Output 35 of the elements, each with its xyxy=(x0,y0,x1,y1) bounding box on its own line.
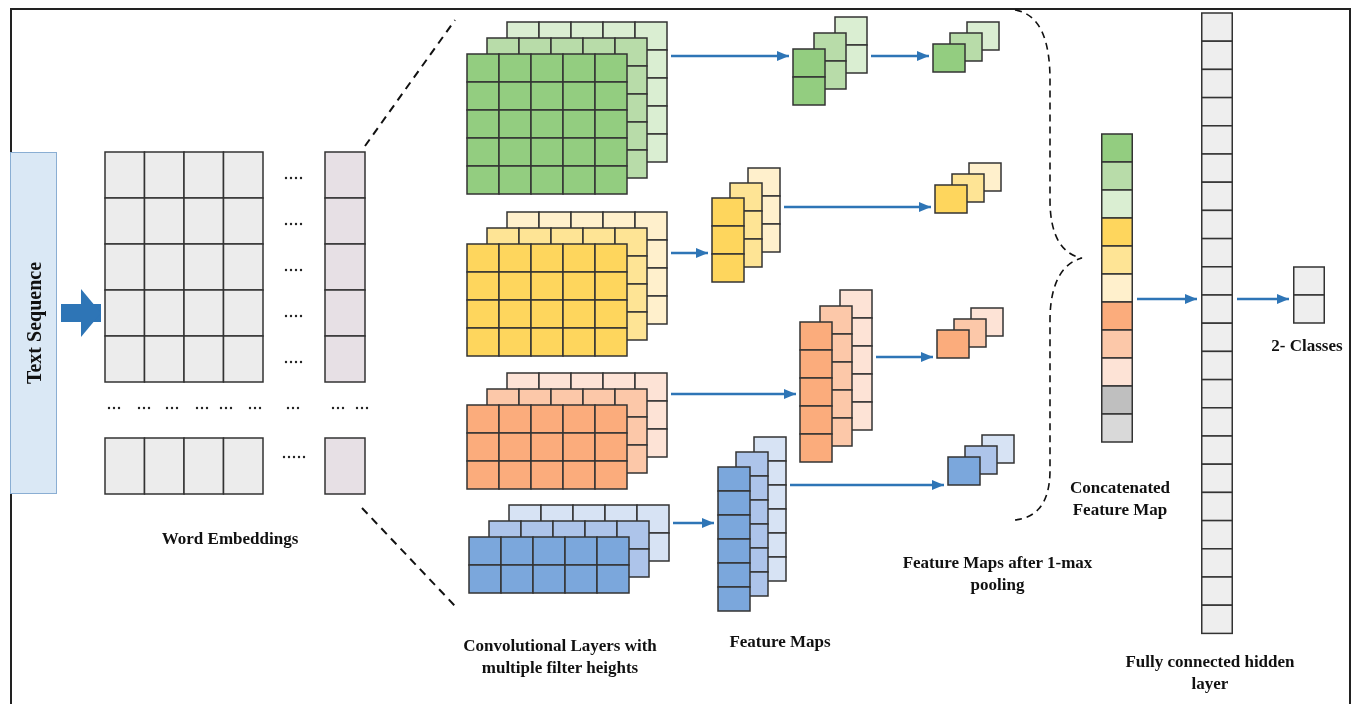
feature-map-stack-drawing xyxy=(935,163,1001,213)
vector-drawing xyxy=(1201,13,1233,634)
layer-caption: 2- Classes xyxy=(1270,335,1344,357)
feature-map-stack-drawing xyxy=(793,17,867,105)
layer-caption: Fully connected hidden layer xyxy=(1124,651,1296,695)
feature-map-stack-drawing xyxy=(467,212,667,356)
feature-map-stack-drawing xyxy=(933,22,999,72)
arrow xyxy=(61,289,101,337)
output-drawing xyxy=(1293,267,1325,323)
arrow xyxy=(784,202,931,212)
arrow xyxy=(673,518,714,528)
feature-map-stack-drawing xyxy=(937,308,1003,358)
layer-caption: Convolutional Layers with multiple filter heights xyxy=(462,635,658,679)
feature-map-stack-drawing xyxy=(712,168,780,282)
arrow xyxy=(1237,294,1289,304)
input-box: Text Sequence xyxy=(10,152,57,494)
layer-caption: Feature Maps xyxy=(728,631,832,653)
feature-map-stack-drawing xyxy=(948,435,1014,485)
arrow xyxy=(790,480,944,490)
arrow xyxy=(876,352,933,362)
feature-map-stack-drawing xyxy=(718,437,786,611)
feature-map-stack-drawing xyxy=(469,505,669,593)
word-embedding-matrix-drawing xyxy=(105,152,367,496)
arrow xyxy=(871,51,929,61)
arrow xyxy=(671,51,789,61)
layer-caption: Concatenated Feature Map xyxy=(1068,477,1172,521)
arrow xyxy=(671,248,708,258)
vector-drawing xyxy=(1101,134,1133,442)
arrow xyxy=(671,389,796,399)
feature-map-stack-drawing xyxy=(467,22,667,194)
layer-caption: Feature Maps after 1-max pooling xyxy=(901,552,1094,596)
feature-map-stack-drawing xyxy=(467,373,667,489)
feature-map-stack-drawing xyxy=(800,290,872,462)
layer-caption: Word Embeddings xyxy=(160,528,300,550)
arrow xyxy=(1137,294,1197,304)
